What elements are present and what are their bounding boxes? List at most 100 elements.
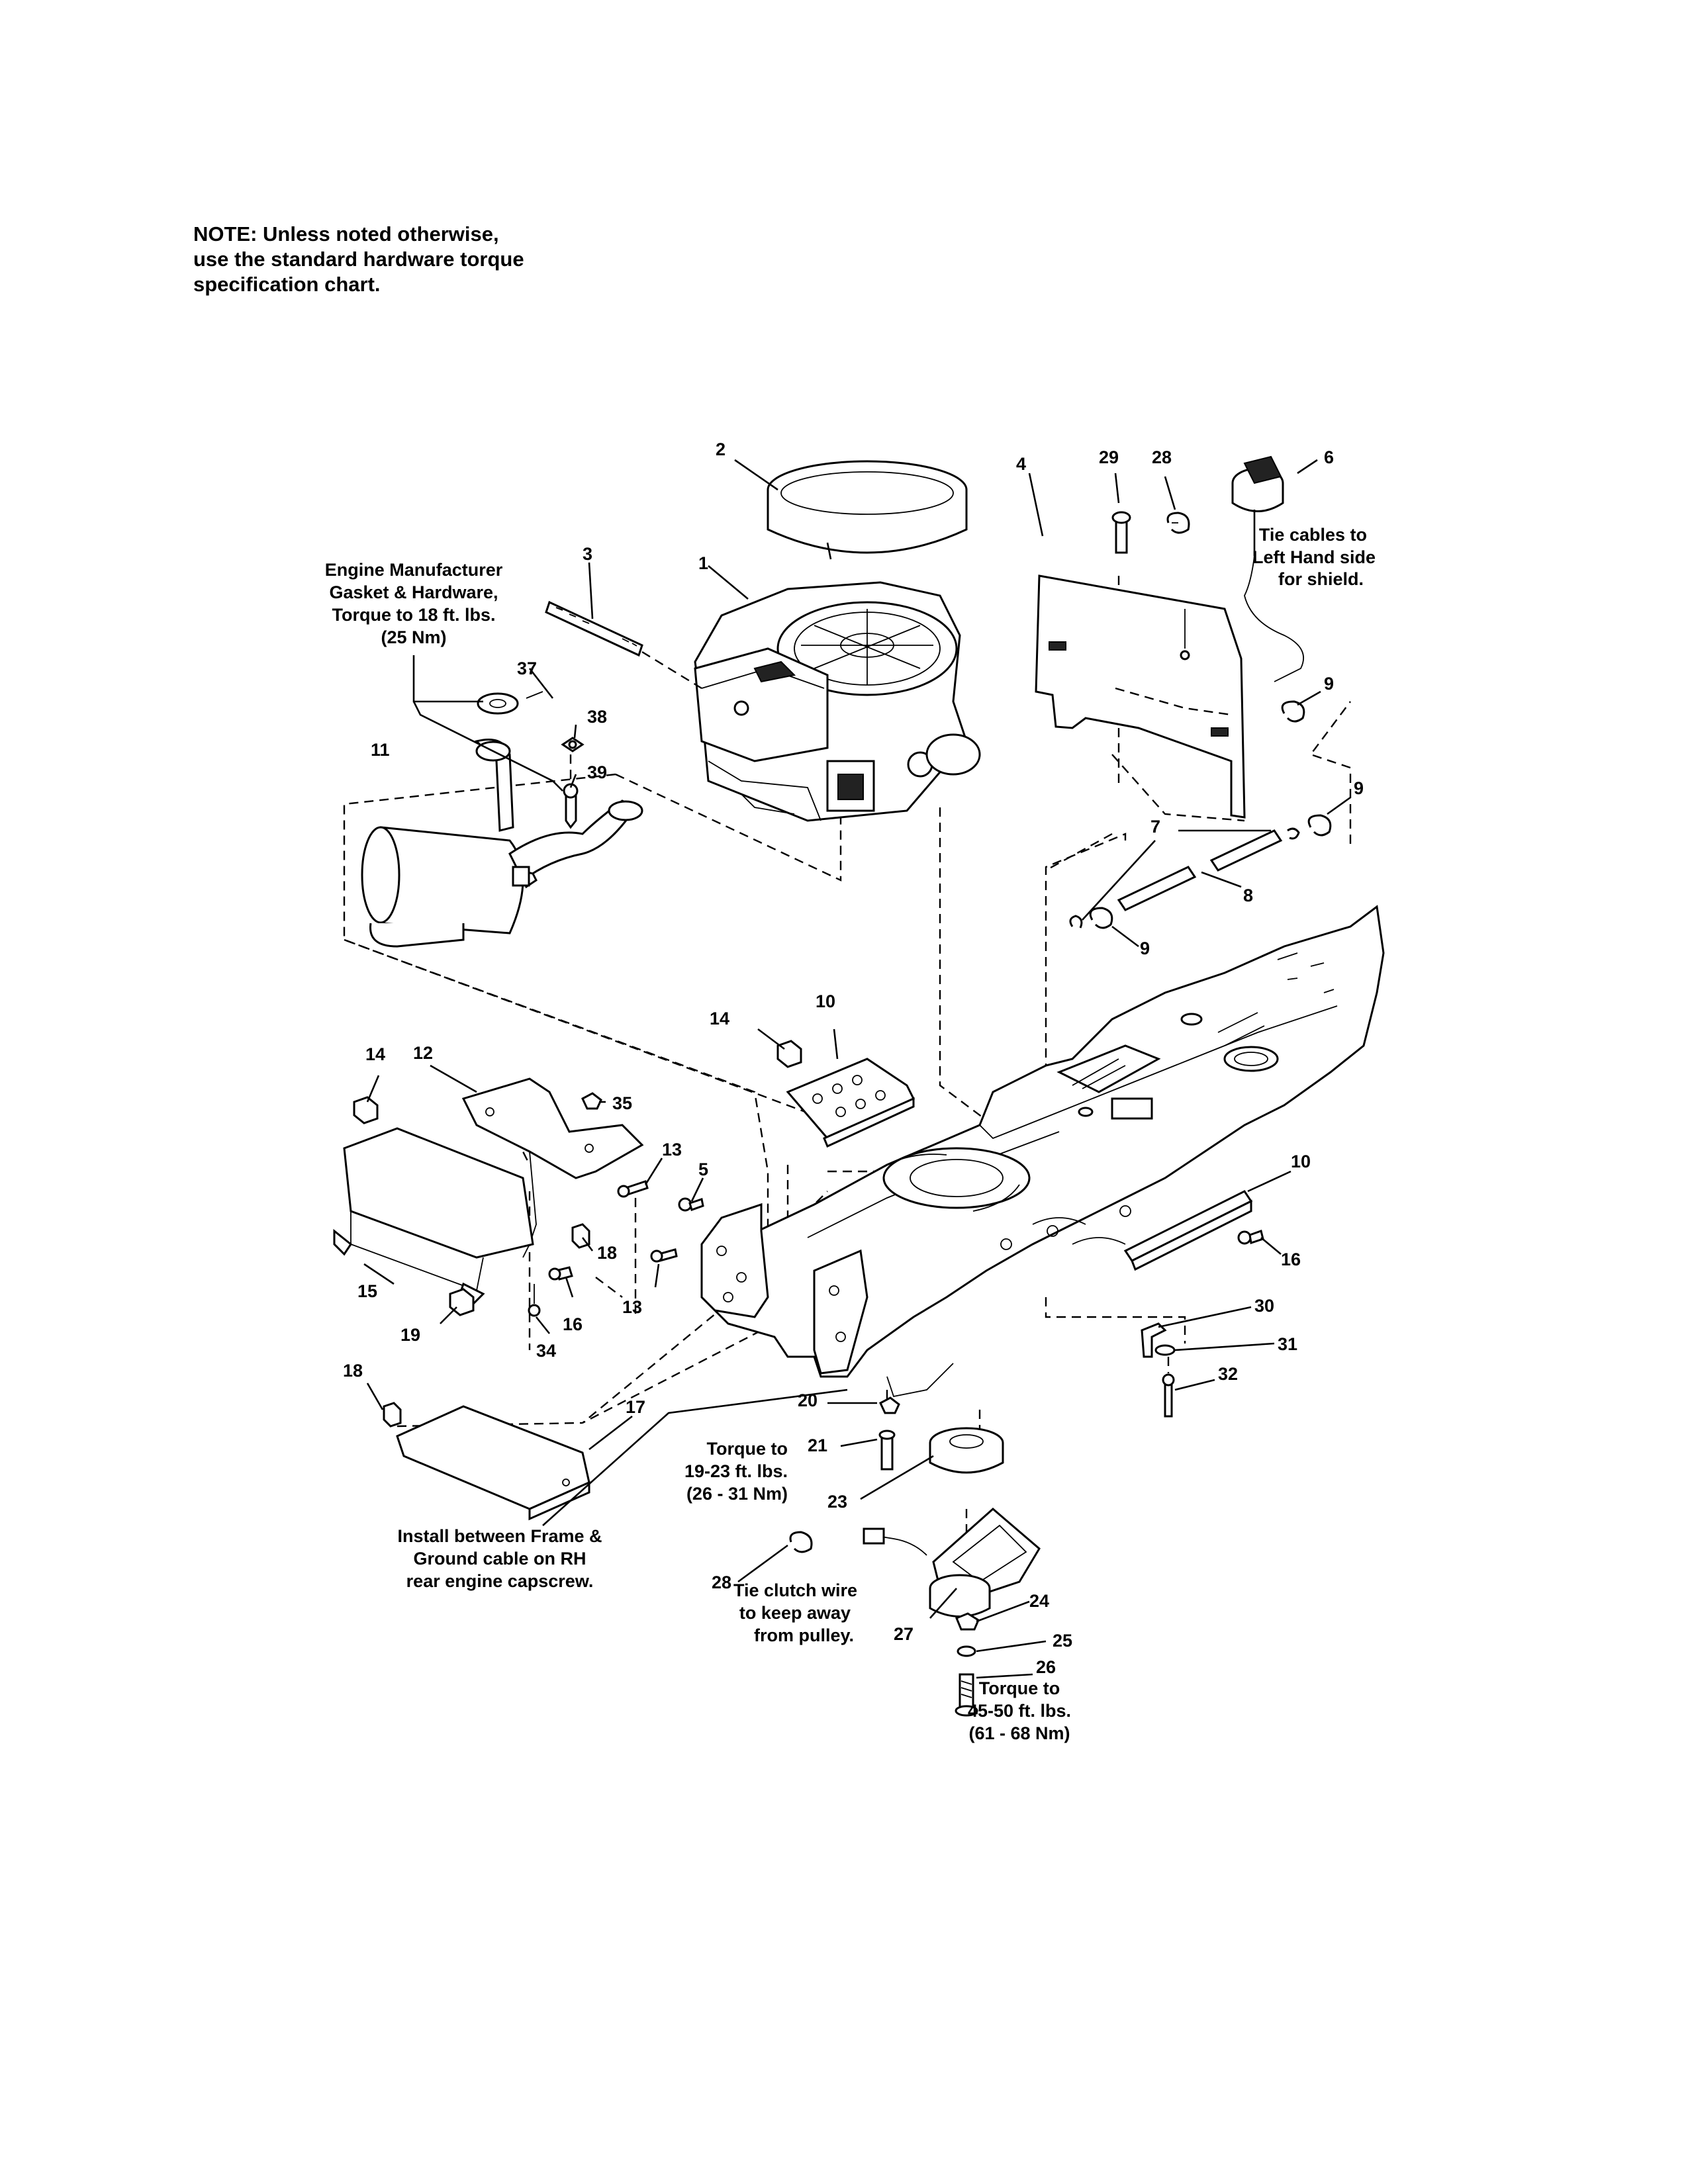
label-part-3: 3 xyxy=(583,544,592,564)
part-13-bolts xyxy=(617,1180,678,1263)
callout-tie-cables-line-2: Left Hand side xyxy=(1252,547,1376,567)
note-line-3: specification chart. xyxy=(193,273,381,296)
callout-install-between-line-3: rear engine capscrew. xyxy=(406,1571,594,1591)
part-15-shield xyxy=(333,1127,534,1305)
callout-engine-gasket-line-3: Torque to 18 ft. lbs. xyxy=(332,605,495,625)
part-9-clips xyxy=(1089,700,1332,929)
callout-tie-cables: Tie cables to Left Hand side for shield. xyxy=(1252,525,1376,589)
callout-engine-gasket: Engine Manufacturer Gasket & Hardware, T… xyxy=(325,560,503,647)
part-32-bolt xyxy=(1162,1357,1175,1418)
label-part-37: 37 xyxy=(517,659,537,678)
torque-note: NOTE: Unless noted otherwise, use the st… xyxy=(193,222,657,297)
label-part-1: 1 xyxy=(698,553,708,573)
callout-tie-clutch: Tie clutch wire to keep away from pulley… xyxy=(733,1580,857,1645)
part-10-plate-top xyxy=(786,1058,915,1148)
part-2-air-band xyxy=(767,460,968,560)
callout-tie-cables-line-1: Tie cables to xyxy=(1259,525,1367,545)
label-part-11: 11 xyxy=(371,740,390,760)
label-part-16-b: 16 xyxy=(1281,1250,1301,1269)
label-part-13-b: 13 xyxy=(622,1297,642,1317)
note-line-2: use the standard hardware torque xyxy=(193,248,524,271)
label-part-10-right: 10 xyxy=(1291,1152,1311,1171)
part-11-muffler xyxy=(361,739,643,948)
callout-tie-cables-line-3: for shield. xyxy=(1278,569,1364,589)
part-10-plate-right xyxy=(1123,1190,1253,1271)
label-part-6: 6 xyxy=(1324,447,1334,467)
callout-tie-clutch-line-3: from pulley. xyxy=(754,1625,854,1645)
label-part-14-a: 14 xyxy=(710,1009,729,1028)
label-part-21: 21 xyxy=(808,1435,827,1455)
tractor-frame xyxy=(700,905,1385,1398)
parts-37-38-39-gasket-hardware xyxy=(477,691,585,829)
part-8-tubes xyxy=(1117,829,1283,911)
label-part-9-b: 9 xyxy=(1354,778,1364,798)
label-part-19: 19 xyxy=(400,1325,420,1345)
callout-engine-gasket-line-1: Engine Manufacturer xyxy=(325,560,503,580)
label-part-31: 31 xyxy=(1278,1334,1297,1354)
callout-engine-gasket-line-2: Gasket & Hardware, xyxy=(329,582,498,602)
part-27-clutch xyxy=(863,1508,1041,1617)
label-part-23: 23 xyxy=(827,1492,847,1512)
callout-install-between-line-1: Install between Frame & xyxy=(397,1526,602,1546)
part-34-bolt xyxy=(528,1284,541,1317)
leader-lines xyxy=(363,459,1351,1679)
part-35-nut xyxy=(581,1092,602,1110)
part-21-bolt xyxy=(878,1430,896,1471)
part-29-bolt xyxy=(1111,511,1131,554)
label-part-4: 4 xyxy=(1016,454,1026,474)
part-4-shield xyxy=(1035,574,1246,819)
label-part-32: 32 xyxy=(1218,1364,1238,1384)
label-part-16-a: 16 xyxy=(563,1314,583,1334)
part-24-nut xyxy=(955,1612,980,1631)
callout-torque-21: Torque to 19-23 ft. lbs. (26 - 31 Nm) xyxy=(684,1439,788,1504)
callout-torque-26-line-3: (61 - 68 Nm) xyxy=(968,1723,1070,1743)
label-part-20: 20 xyxy=(798,1390,818,1410)
part-16-bolts xyxy=(548,1230,1264,1281)
label-part-17: 17 xyxy=(626,1397,645,1417)
part-20-washer xyxy=(879,1396,900,1414)
label-part-28-bottom: 28 xyxy=(712,1572,731,1592)
callout-install-between-line-2: Ground cable on RH xyxy=(413,1549,586,1569)
label-part-34: 34 xyxy=(536,1341,556,1361)
label-part-7: 7 xyxy=(1150,817,1160,837)
callout-torque-21-line-2: 19-23 ft. lbs. xyxy=(684,1461,788,1481)
label-part-35: 35 xyxy=(612,1093,632,1113)
label-part-27: 27 xyxy=(894,1624,914,1644)
part-7-clips xyxy=(1069,827,1300,929)
part-30-hook xyxy=(1141,1322,1167,1358)
label-part-38: 38 xyxy=(587,707,607,727)
part-6-key-switch xyxy=(1231,455,1304,682)
label-part-26: 26 xyxy=(1036,1657,1056,1677)
part-23-pulley xyxy=(929,1427,1004,1474)
callout-torque-26-line-1: Torque to xyxy=(979,1678,1060,1698)
callout-install-between: Install between Frame & Ground cable on … xyxy=(397,1526,602,1591)
label-part-8: 8 xyxy=(1243,886,1253,905)
label-part-30: 30 xyxy=(1254,1296,1274,1316)
note-line-1: NOTE: Unless noted otherwise, xyxy=(193,222,499,246)
label-part-39: 39 xyxy=(587,762,607,782)
label-part-14-b: 14 xyxy=(365,1044,385,1064)
part-26-bolt xyxy=(955,1673,978,1717)
label-part-15: 15 xyxy=(357,1281,377,1301)
callout-engine-gasket-line-4: (25 Nm) xyxy=(381,627,446,647)
part-17-plate xyxy=(396,1405,590,1521)
label-part-13-a: 13 xyxy=(662,1140,682,1160)
part-28-clip-bottom xyxy=(789,1531,813,1553)
label-part-9-c: 9 xyxy=(1140,938,1150,958)
part-31-washer xyxy=(1154,1344,1176,1356)
label-part-2: 2 xyxy=(716,439,726,459)
part-1-engine xyxy=(694,581,981,822)
label-part-9-a: 9 xyxy=(1324,674,1334,694)
callout-torque-21-line-1: Torque to xyxy=(707,1439,788,1459)
label-part-12: 12 xyxy=(413,1043,433,1063)
label-part-29: 29 xyxy=(1099,447,1119,467)
callout-torque-26: Torque to 45-50 ft. lbs. (61 - 68 Nm) xyxy=(968,1678,1071,1743)
label-part-18-b: 18 xyxy=(343,1361,363,1381)
part-25-washer xyxy=(957,1645,976,1657)
label-part-10-top: 10 xyxy=(816,991,835,1011)
callout-tie-clutch-line-1: Tie clutch wire xyxy=(733,1580,857,1600)
part-12-bracket xyxy=(461,1077,644,1258)
label-part-25: 25 xyxy=(1053,1631,1072,1651)
